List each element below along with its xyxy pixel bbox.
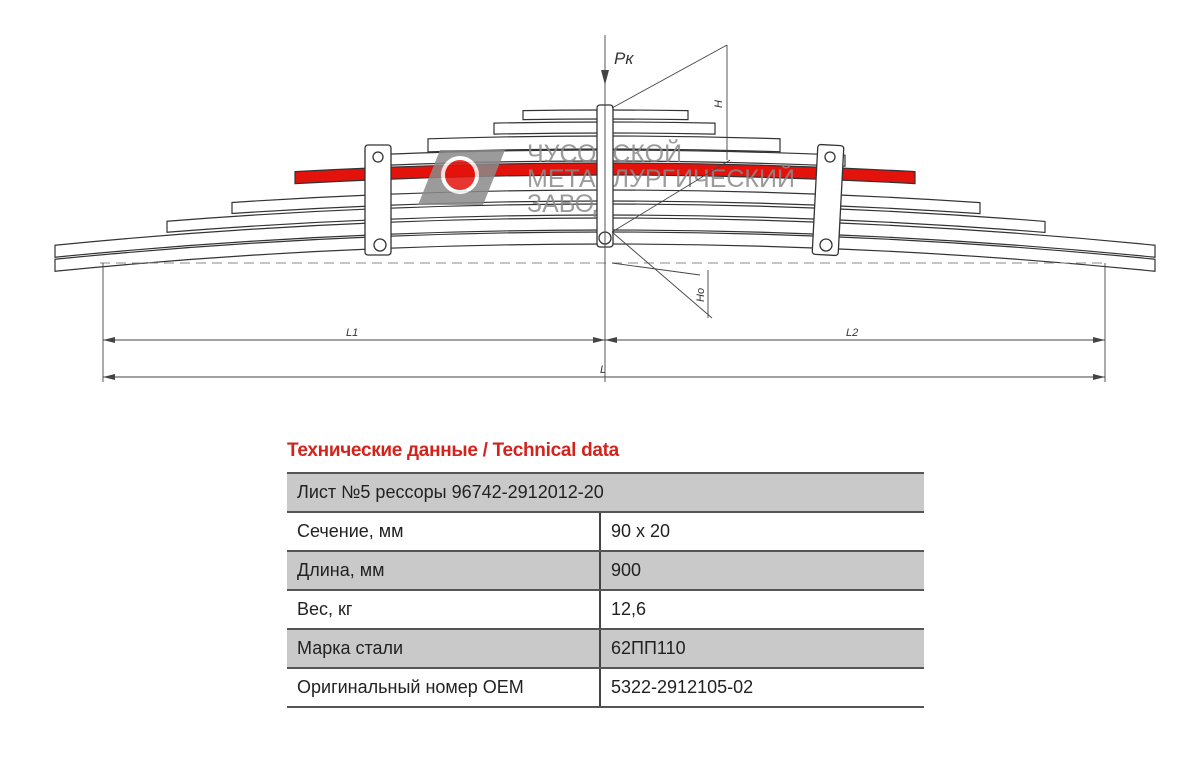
- technical-data-table: Лист №5 рессоры 96742-2912012-20 Сечение…: [287, 472, 924, 708]
- leaf-spring-drawing: ЧУСОВСКОЙ МЕТАЛЛУРГИЧЕСКИЙ ЗАВОД Pк H Ho…: [54, 35, 1156, 382]
- l-label: L: [600, 364, 606, 376]
- row-value: 900: [599, 550, 924, 591]
- row-label: Сечение, мм: [287, 511, 600, 552]
- row-label: Оригинальный номер OEM: [287, 667, 600, 708]
- h-ray: [611, 44, 728, 109]
- row-label: Марка стали: [287, 628, 600, 669]
- ho-ray-2: [611, 262, 701, 276]
- row-value: 62ПП110: [599, 628, 924, 669]
- spring-leaf: [389, 149, 846, 167]
- h-ray-2: [611, 159, 731, 233]
- row-value: 12,6: [599, 589, 924, 630]
- clamp-left: [364, 144, 392, 256]
- logo-icon-circle: [441, 156, 479, 194]
- arrowheads: [103, 70, 1105, 380]
- ho-ray: [611, 231, 713, 319]
- logo-watermark: ЧУСОВСКОЙ МЕТАЛЛУРГИЧЕСКИЙ ЗАВОД: [418, 138, 795, 218]
- l1-label: L1: [346, 327, 358, 339]
- height-label: H: [713, 100, 725, 108]
- force-label: Pк: [614, 49, 634, 68]
- height0-label: Ho: [695, 288, 707, 302]
- logo-text-line2: МЕТАЛЛУРГИЧЕСКИЙ: [527, 163, 795, 193]
- row-value: 90 x 20: [599, 511, 924, 552]
- table-header: Лист №5 рессоры 96742-2912012-20: [287, 472, 924, 513]
- row-label: Вес, кг: [287, 589, 600, 630]
- row-label: Длина, мм: [287, 550, 600, 591]
- technical-data-title: Технические данные / Technical data: [287, 440, 619, 461]
- row-value: 5322-2912105-02: [599, 667, 924, 708]
- l2-label: L2: [846, 327, 858, 339]
- clamp-right: [811, 143, 845, 257]
- table-header-row: Лист №5 рессоры 96742-2912012-20: [287, 472, 924, 513]
